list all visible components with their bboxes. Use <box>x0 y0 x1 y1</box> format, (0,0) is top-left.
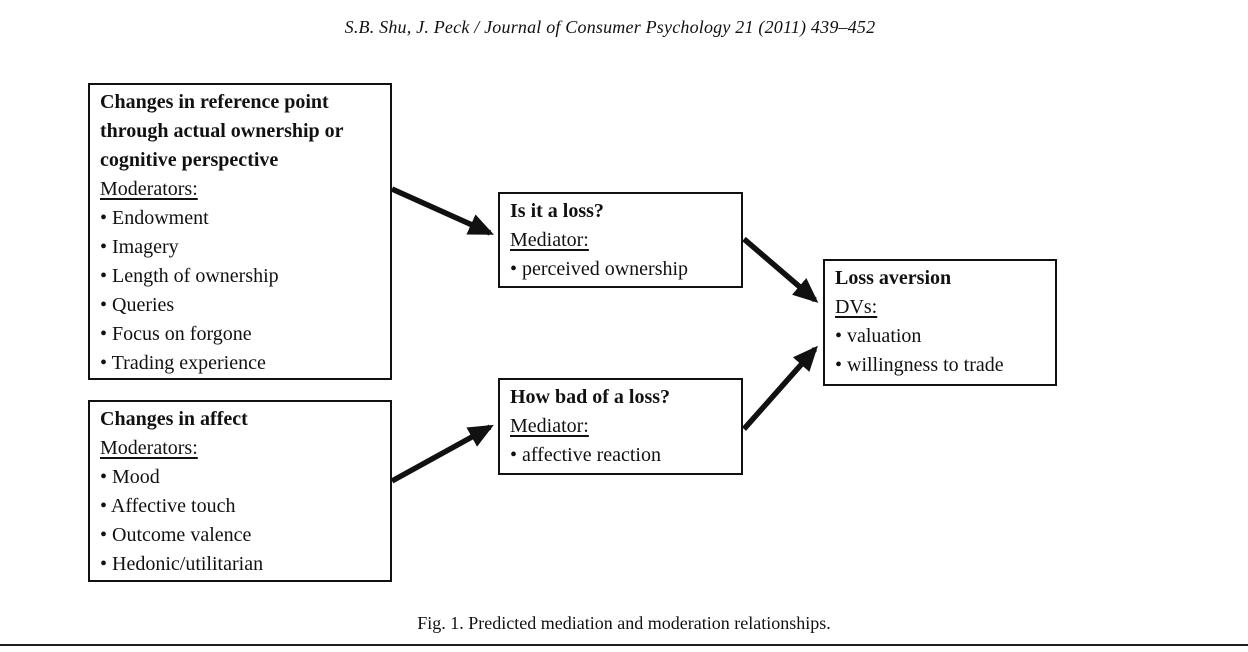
list-item: • Focus on forgone <box>100 323 252 345</box>
list-item: • perceived ownership <box>510 258 689 280</box>
arrow-reference-to-isloss <box>390 186 495 236</box>
page-divider <box>0 644 1248 646</box>
box-how-bad-of-a-loss: How bad of a loss? Mediator: • affective… <box>498 378 743 475</box>
box-title: Changes in affect <box>100 408 248 430</box>
list-item: • Hedonic/utilitarian <box>100 553 264 575</box>
journal-running-head: S.B. Shu, J. Peck / Journal of Consumer … <box>344 17 876 37</box>
box-title: Changes in reference point through actua… <box>100 91 344 171</box>
list-item: • Mood <box>100 466 160 488</box>
arrow-affect-to-howbad <box>390 424 494 484</box>
arrow-isloss-to-lossaversion <box>742 236 819 303</box>
figure-caption: Fig. 1. Predicted mediation and moderati… <box>417 613 831 633</box>
mediator-label: Mediator: <box>510 415 589 437</box>
mediator-label: Mediator: <box>510 229 589 251</box>
box-reference-point: Changes in reference point through actua… <box>88 83 392 380</box>
list-item: • Length of ownership <box>100 265 279 287</box>
list-item: • Queries <box>100 294 175 316</box>
moderators-label: Moderators: <box>100 437 198 459</box>
arrow-howbad-to-lossaversion <box>741 345 818 431</box>
list-item: • Imagery <box>100 236 179 258</box>
box-changes-in-affect: Changes in affect Moderators: • Mood • A… <box>88 400 392 582</box>
box-loss-aversion: Loss aversion DVs: • valuation • willing… <box>823 259 1057 386</box>
box-title: How bad of a loss? <box>510 386 671 408</box>
moderators-label: Moderators: <box>100 178 198 200</box>
list-item: • Affective touch <box>100 495 236 517</box>
list-item: • affective reaction <box>510 444 661 466</box>
list-item: • Trading experience <box>100 352 266 374</box>
dvs-label: DVs: <box>835 296 878 318</box>
list-item: • Outcome valence <box>100 524 252 546</box>
list-item: • Endowment <box>100 207 209 229</box>
box-title: Loss aversion <box>835 267 952 289</box>
box-title: Is it a loss? <box>510 200 604 222</box>
list-item: • valuation <box>835 325 922 347</box>
box-is-it-a-loss: Is it a loss? Mediator: • perceived owne… <box>498 192 743 288</box>
list-item: • willingness to trade <box>835 354 1004 376</box>
